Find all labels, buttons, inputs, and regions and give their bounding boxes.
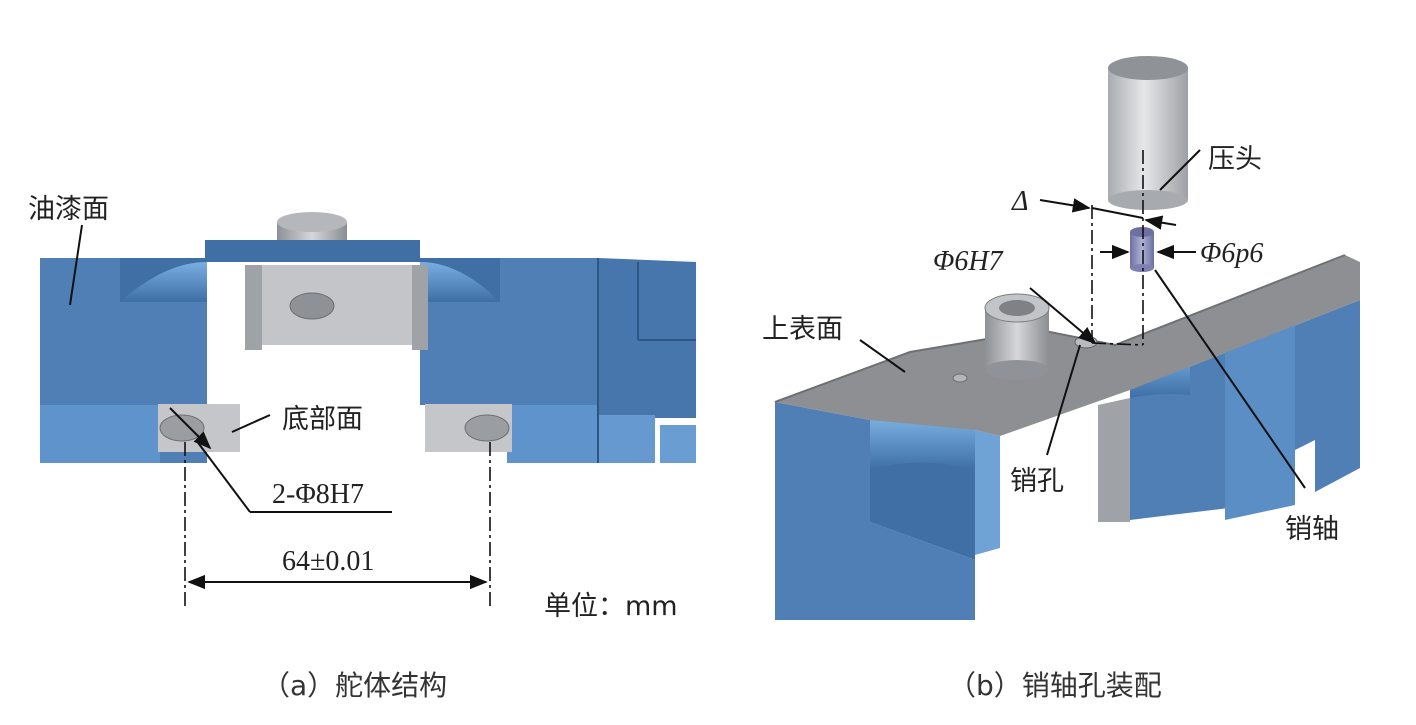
rudder-body-a — [40, 240, 696, 463]
panel-b: 压头 Δ Φ6p6 Φ6H7 上表面 销孔 销轴 （b）销轴孔装配 — [762, 56, 1360, 702]
pin-shaft — [1130, 227, 1154, 272]
label-pin-hole: 销孔 — [1010, 466, 1064, 497]
rudder-body-b — [775, 300, 1360, 620]
caption-b: （b）销轴孔装配 — [948, 669, 1162, 702]
inner-pocket-a — [245, 265, 428, 350]
label-hole-fit: Φ6H7 — [933, 246, 1004, 277]
annotations-b: 压头 Δ Φ6p6 Φ6H7 上表面 销孔 销轴 — [762, 144, 1339, 545]
annotations-a: 油漆面 底部面 2-Φ8H7 64±0.01 单位：mm — [28, 194, 678, 622]
press-head-cylinder — [1108, 56, 1188, 210]
label-unit: 单位：mm — [544, 591, 678, 622]
bottom-pads-a — [158, 404, 512, 452]
label-delta: Δ — [1011, 186, 1028, 217]
caption-a: （a）舵体结构 — [262, 669, 447, 702]
label-paint-surface: 油漆面 — [28, 194, 109, 225]
label-upper-surface: 上表面 — [762, 314, 843, 345]
label-distance: 64±0.01 — [282, 546, 374, 577]
label-hole-spec: 2-Φ8H7 — [272, 479, 364, 510]
label-press-head: 压头 — [1208, 144, 1262, 175]
label-pin-shaft: 销轴 — [1285, 514, 1339, 545]
label-shaft-fit: Φ6p6 — [1200, 238, 1263, 269]
boss-b — [984, 293, 1050, 380]
label-bottom-surface: 底部面 — [282, 404, 363, 435]
panel-a: 油漆面 底部面 2-Φ8H7 64±0.01 单位：mm （a）舵体结构 — [28, 194, 696, 702]
